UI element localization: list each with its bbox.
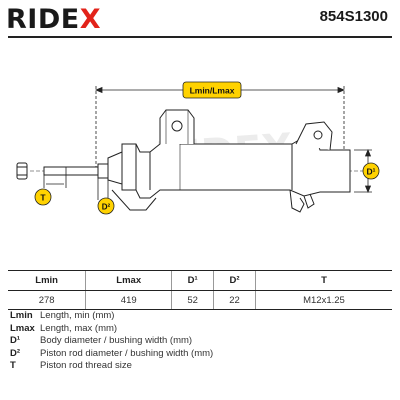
- legend-key: Lmin: [10, 310, 33, 321]
- length-label-box: [182, 81, 242, 99]
- legend-key: T: [10, 360, 16, 371]
- part-number: 854S1300: [319, 8, 388, 25]
- t-label: T: [40, 193, 46, 203]
- spec-header-lmin: Lmin: [8, 270, 86, 291]
- spec-value-lmax: 419: [85, 290, 172, 310]
- legend: Lmin Length, min (mm) Lmax Length, max (…: [10, 310, 213, 373]
- legend-key: Lmax: [10, 322, 35, 334]
- spec-header-row: Lmin Lmax D¹ D² T: [8, 270, 392, 291]
- brand-logo: RIDEX: [6, 4, 101, 35]
- spec-value-t: M12x1.25: [254, 290, 392, 310]
- legend-desc: Piston rod diameter / bushing width (mm): [40, 347, 214, 359]
- spec-header-d1: D¹: [171, 270, 214, 291]
- legend-desc: Length, min (mm): [40, 310, 115, 321]
- d1-badge: [362, 162, 380, 180]
- strut-body: [16, 109, 368, 213]
- length-label: Lmin/Lmax: [190, 86, 235, 96]
- legend-key: D²: [10, 347, 21, 359]
- legend-item: T Piston rod thread size: [10, 360, 213, 373]
- legend-key: D¹: [10, 335, 21, 346]
- legend-desc: Body diameter / bushing width (mm): [40, 335, 193, 346]
- spec-header-lmax: Lmax: [85, 270, 172, 291]
- legend-item: Lmin Length, min (mm): [10, 310, 213, 323]
- legend-item: Lmax Length, max (mm): [10, 323, 213, 336]
- d1-label: D¹: [367, 167, 376, 177]
- d2-badge: [97, 197, 115, 215]
- header: RIDEX 854S1300: [0, 0, 400, 36]
- spec-value-lmin: 278: [8, 290, 86, 310]
- brand-logo-text: RIDE: [6, 4, 80, 35]
- d2-dimension: [97, 178, 109, 200]
- spec-value-d1: 52: [171, 290, 214, 310]
- t-badge: [34, 188, 52, 206]
- shock-absorber-diagram: RIDEX Lmin/Lmax: [16, 81, 380, 215]
- spec-table: Lmin Lmax D¹ D² T 278 419 52 22 M12x1.25: [8, 270, 392, 310]
- legend-item: D¹ Body diameter / bushing width (mm): [10, 335, 213, 348]
- spec-value-row: 278 419 52 22 M12x1.25: [8, 290, 392, 310]
- legend-item: D² Piston rod diameter / bushing width (…: [10, 348, 213, 361]
- brand-logo-x: X: [79, 4, 102, 35]
- spec-value-d2: 22: [213, 290, 256, 310]
- spec-header-d2: D²: [213, 270, 256, 291]
- legend-desc: Piston rod thread size: [40, 360, 132, 371]
- legend-desc: Length, max (mm): [40, 322, 118, 334]
- d2-label: D²: [102, 203, 111, 212]
- header-divider: [8, 36, 392, 38]
- spec-header-t: T: [254, 270, 392, 291]
- t-dimension: [43, 167, 67, 188]
